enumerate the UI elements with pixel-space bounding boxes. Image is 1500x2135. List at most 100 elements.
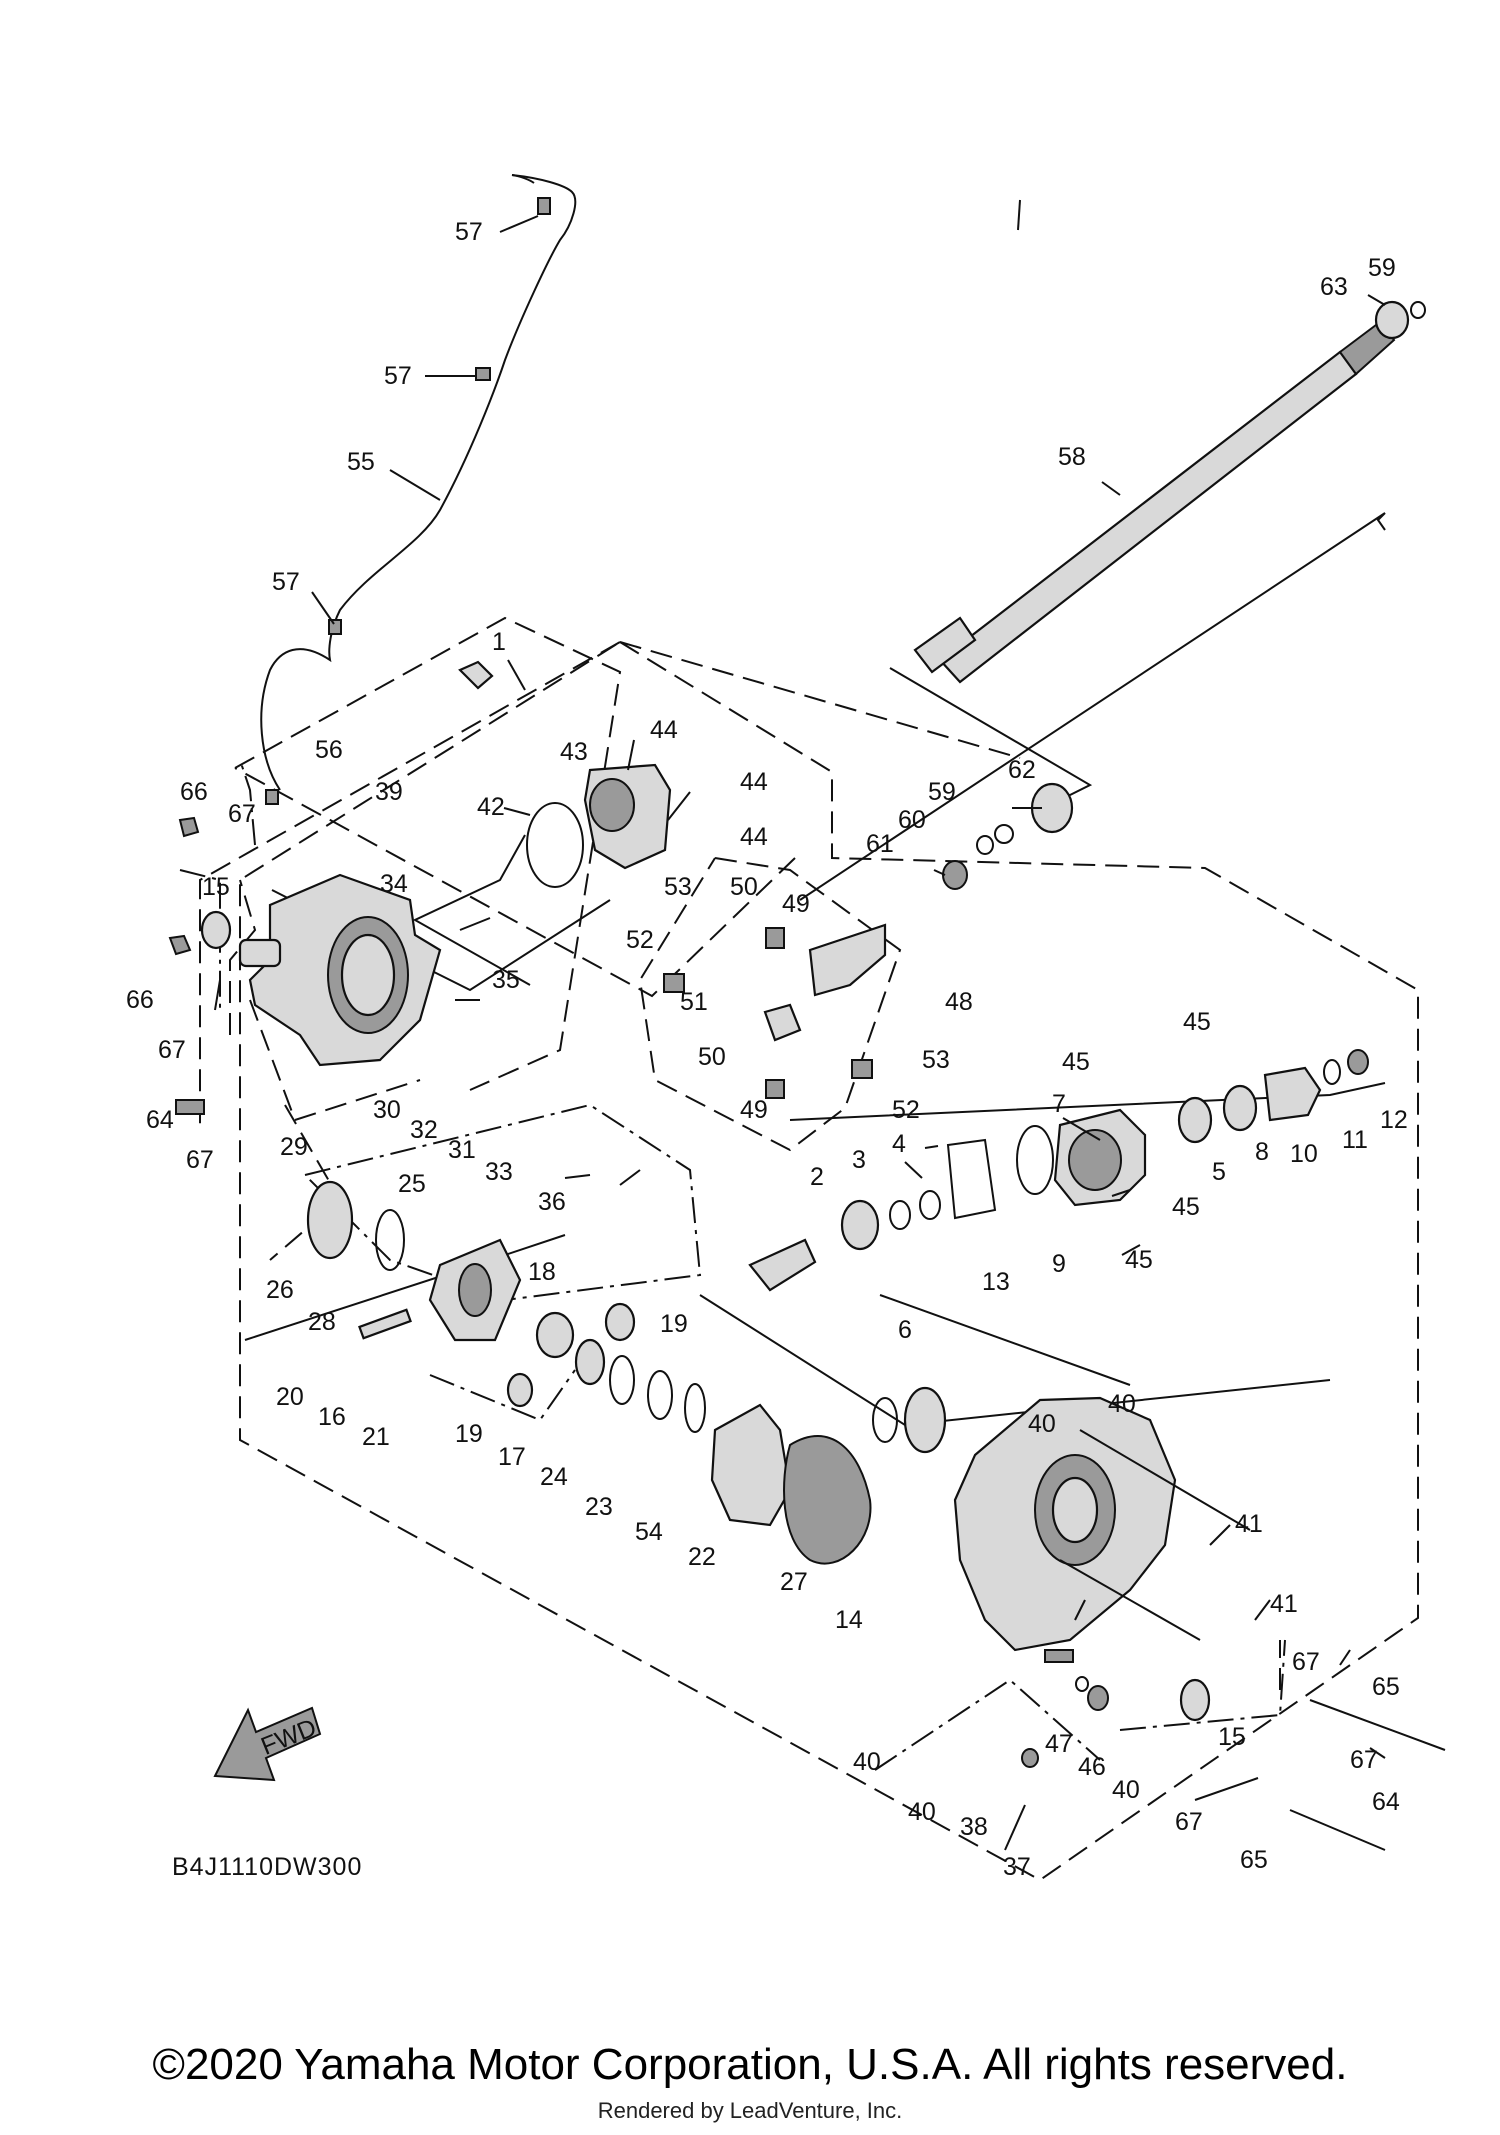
pin-20 (358, 1308, 412, 1340)
callout-2[interactable]: 2 (810, 1163, 824, 1191)
callout-1[interactable]: 1 (492, 628, 506, 656)
callout-45[interactable]: 45 (1183, 1008, 1211, 1036)
callout-47[interactable]: 47 (1045, 1730, 1073, 1758)
callout-67[interactable]: 67 (1292, 1648, 1320, 1676)
callout-6[interactable]: 6 (898, 1316, 912, 1344)
callout-40[interactable]: 40 (1028, 1410, 1056, 1438)
callout-40[interactable]: 40 (1108, 1390, 1136, 1418)
callout-41[interactable]: 41 (1270, 1590, 1298, 1618)
callout-45[interactable]: 45 (1172, 1193, 1200, 1221)
callout-9[interactable]: 9 (1052, 1250, 1066, 1278)
washer-11 (1323, 1059, 1341, 1085)
callout-67[interactable]: 67 (186, 1146, 214, 1174)
callout-30[interactable]: 30 (373, 1096, 401, 1124)
callout-58[interactable]: 58 (1058, 443, 1086, 471)
callout-13[interactable]: 13 (982, 1268, 1010, 1296)
callout-32[interactable]: 32 (410, 1116, 438, 1144)
callout-67[interactable]: 67 (1350, 1746, 1378, 1774)
callout-17[interactable]: 17 (498, 1443, 526, 1471)
callout-28[interactable]: 28 (308, 1308, 336, 1336)
callout-51[interactable]: 51 (680, 988, 708, 1016)
callout-67[interactable]: 67 (158, 1036, 186, 1064)
callout-53[interactable]: 53 (922, 1046, 950, 1074)
callout-31[interactable]: 31 (448, 1136, 476, 1164)
callout-52[interactable]: 52 (892, 1096, 920, 1124)
callout-12[interactable]: 12 (1380, 1106, 1408, 1134)
callout-49[interactable]: 49 (782, 890, 810, 918)
callout-25[interactable]: 25 (398, 1170, 426, 1198)
callout-23[interactable]: 23 (585, 1493, 613, 1521)
callout-64[interactable]: 64 (146, 1106, 174, 1134)
callout-10[interactable]: 10 (1290, 1140, 1318, 1168)
callout-50[interactable]: 50 (698, 1043, 726, 1071)
callout-42[interactable]: 42 (477, 793, 505, 821)
callout-50[interactable]: 50 (730, 873, 758, 901)
callout-21[interactable]: 21 (362, 1423, 390, 1451)
callout-60[interactable]: 60 (898, 806, 926, 834)
callout-49[interactable]: 49 (740, 1096, 768, 1124)
callout-44[interactable]: 44 (740, 823, 768, 851)
callout-52[interactable]: 52 (626, 926, 654, 954)
callout-29[interactable]: 29 (280, 1133, 308, 1161)
callout-57[interactable]: 57 (384, 362, 412, 390)
callout-65[interactable]: 65 (1240, 1846, 1268, 1874)
callout-48[interactable]: 48 (945, 988, 973, 1016)
assembly-boundary-lines (199, 616, 1419, 1882)
callout-7[interactable]: 7 (1052, 1090, 1066, 1118)
callout-22[interactable]: 22 (688, 1543, 716, 1571)
callout-44[interactable]: 44 (740, 768, 768, 796)
callout-57[interactable]: 57 (455, 218, 483, 246)
callout-34[interactable]: 34 (380, 870, 408, 898)
callout-16[interactable]: 16 (318, 1403, 346, 1431)
diagram-code: B4J1110DW300 (172, 1853, 362, 1881)
callout-54[interactable]: 54 (635, 1518, 663, 1546)
callout-66[interactable]: 66 (126, 986, 154, 1014)
callout-11[interactable]: 11 (1342, 1126, 1368, 1154)
callout-24[interactable]: 24 (540, 1463, 568, 1491)
callout-19[interactable]: 19 (455, 1420, 483, 1448)
callout-26[interactable]: 26 (266, 1276, 294, 1304)
callout-35[interactable]: 35 (492, 966, 520, 994)
callout-15[interactable]: 15 (202, 873, 230, 901)
callout-15[interactable]: 15 (1218, 1723, 1246, 1751)
callout-41[interactable]: 41 (1235, 1510, 1263, 1538)
nut-66a (178, 816, 200, 838)
ring-gear (783, 1435, 872, 1565)
callout-38[interactable]: 38 (960, 1813, 988, 1841)
callout-36[interactable]: 36 (538, 1188, 566, 1216)
callout-40[interactable]: 40 (908, 1798, 936, 1826)
callout-33[interactable]: 33 (485, 1158, 513, 1186)
callout-44[interactable]: 44 (650, 716, 678, 744)
callout-46[interactable]: 46 (1078, 1753, 1106, 1781)
callout-57[interactable]: 57 (272, 568, 300, 596)
callout-39[interactable]: 39 (375, 778, 403, 806)
callout-59[interactable]: 59 (1368, 254, 1396, 282)
callout-62[interactable]: 62 (1008, 756, 1036, 784)
callout-65[interactable]: 65 (1372, 1673, 1400, 1701)
callout-27[interactable]: 27 (780, 1568, 808, 1596)
callout-18[interactable]: 18 (528, 1258, 556, 1286)
callout-19[interactable]: 19 (660, 1310, 688, 1338)
callout-4[interactable]: 4 (892, 1130, 906, 1158)
callout-67[interactable]: 67 (228, 800, 256, 828)
callout-20[interactable]: 20 (276, 1383, 304, 1411)
callout-64[interactable]: 64 (1372, 1788, 1400, 1816)
callout-63[interactable]: 63 (1320, 273, 1348, 301)
callout-59[interactable]: 59 (928, 778, 956, 806)
callout-5[interactable]: 5 (1212, 1158, 1226, 1186)
callout-37[interactable]: 37 (1003, 1853, 1031, 1881)
callout-43[interactable]: 43 (560, 738, 588, 766)
callout-45[interactable]: 45 (1062, 1048, 1090, 1076)
callout-40[interactable]: 40 (853, 1748, 881, 1776)
callout-45[interactable]: 45 (1125, 1246, 1153, 1274)
callout-14[interactable]: 14 (835, 1606, 863, 1634)
callout-53[interactable]: 53 (664, 873, 692, 901)
callout-55[interactable]: 55 (347, 448, 375, 476)
callout-56[interactable]: 56 (315, 736, 343, 764)
callout-8[interactable]: 8 (1255, 1138, 1269, 1166)
callout-61[interactable]: 61 (866, 830, 894, 858)
callout-66[interactable]: 66 (180, 778, 208, 806)
callout-40[interactable]: 40 (1112, 1776, 1140, 1804)
callout-67[interactable]: 67 (1175, 1808, 1203, 1836)
callout-3[interactable]: 3 (852, 1146, 866, 1174)
